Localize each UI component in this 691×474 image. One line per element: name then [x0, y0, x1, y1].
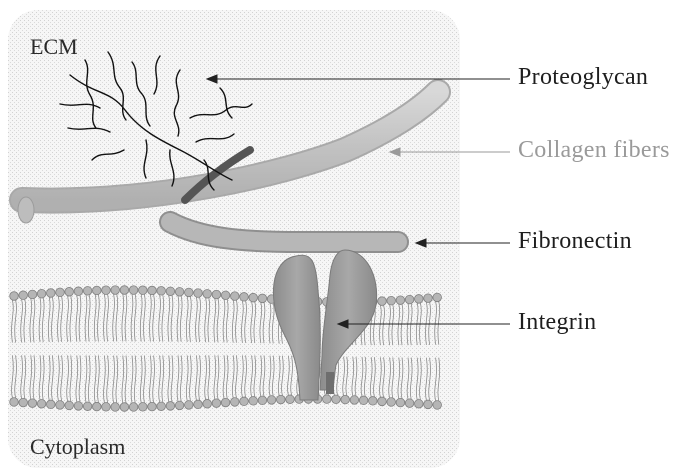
- lipid-head: [221, 291, 230, 300]
- lipid-head: [139, 403, 148, 412]
- lipid-head: [120, 286, 129, 295]
- lipid-head: [240, 397, 249, 406]
- lipid-head: [286, 395, 295, 404]
- lipid-head: [258, 396, 267, 405]
- lipid-head: [415, 399, 424, 408]
- lipid-head: [56, 401, 65, 410]
- lipid-head: [37, 399, 46, 408]
- lipid-head: [240, 293, 249, 302]
- lipid-head: [212, 399, 221, 408]
- collagen-fiber-end: [18, 197, 34, 223]
- lipid-head: [19, 291, 28, 300]
- lipid-head: [111, 286, 120, 295]
- lipid-head: [267, 396, 276, 405]
- lipid-head: [185, 288, 194, 297]
- lipid-head: [341, 395, 350, 404]
- lipid-head: [433, 293, 442, 302]
- lipid-head: [120, 403, 129, 412]
- lipid-head: [166, 287, 175, 296]
- lipid-head: [93, 402, 102, 411]
- lipid-head: [378, 297, 387, 306]
- lipid-head: [93, 286, 102, 295]
- lipid-head: [424, 294, 433, 303]
- lipid-head: [387, 398, 396, 407]
- lipid-head: [415, 295, 424, 304]
- lipid-head: [56, 288, 65, 297]
- lipid-head: [194, 289, 203, 298]
- lipid-head: [396, 398, 405, 407]
- lipid-head: [19, 398, 28, 407]
- lipid-head: [83, 402, 92, 411]
- lipid-head: [405, 399, 414, 408]
- lipid-head: [83, 286, 92, 295]
- lipid-head: [175, 401, 184, 410]
- collagen-fibers-label: Collagen fibers: [518, 137, 670, 164]
- lipid-head: [378, 397, 387, 406]
- lipid-head: [102, 286, 111, 295]
- lipid-head: [139, 286, 148, 295]
- lipid-head: [157, 287, 166, 296]
- ecm-label: ECM: [30, 34, 78, 60]
- lipid-head: [369, 397, 378, 406]
- lipid-head: [433, 401, 442, 410]
- lipid-head: [10, 292, 19, 301]
- lipid-head: [249, 293, 258, 302]
- lipid-head: [74, 402, 83, 411]
- lipid-head: [332, 395, 341, 404]
- cytoplasm-label: Cytoplasm: [30, 434, 125, 460]
- lipid-head: [203, 399, 212, 408]
- lipid-head: [47, 400, 56, 409]
- lipid-head: [231, 398, 240, 407]
- lipid-head: [175, 287, 184, 296]
- fibronectin-label: Fibronectin: [518, 228, 632, 255]
- lipid-head: [129, 403, 138, 412]
- lipid-head: [359, 396, 368, 405]
- lipid-head: [65, 401, 74, 410]
- lipid-head: [212, 290, 221, 299]
- lipid-head: [203, 289, 212, 298]
- lipid-head: [148, 402, 157, 411]
- lipid-head: [221, 398, 230, 407]
- lipid-head: [10, 398, 19, 407]
- lipid-head: [129, 286, 138, 295]
- integrin-label: Integrin: [518, 309, 596, 336]
- lipid-head: [37, 289, 46, 298]
- lipid-head: [111, 403, 120, 412]
- lipid-head: [396, 296, 405, 305]
- lipid-head: [28, 290, 37, 299]
- lipid-head: [258, 294, 267, 303]
- lipid-head: [28, 399, 37, 408]
- lipid-head: [405, 295, 414, 304]
- lipid-head: [350, 396, 359, 405]
- proteoglycan-label: Proteoglycan: [518, 64, 648, 91]
- lipid-head: [157, 402, 166, 411]
- lipid-head: [231, 292, 240, 301]
- lipid-head: [185, 401, 194, 410]
- lipid-head: [148, 286, 157, 295]
- lipid-head: [65, 287, 74, 296]
- lipid-head: [102, 403, 111, 412]
- lipid-head: [424, 400, 433, 409]
- lipid-head: [249, 397, 258, 406]
- lipid-head: [387, 296, 396, 305]
- lipid-head: [323, 395, 332, 404]
- lipid-head: [166, 402, 175, 411]
- lipid-head: [47, 289, 56, 298]
- lipid-head: [74, 287, 83, 296]
- lipid-head: [277, 395, 286, 404]
- lipid-head: [194, 400, 203, 409]
